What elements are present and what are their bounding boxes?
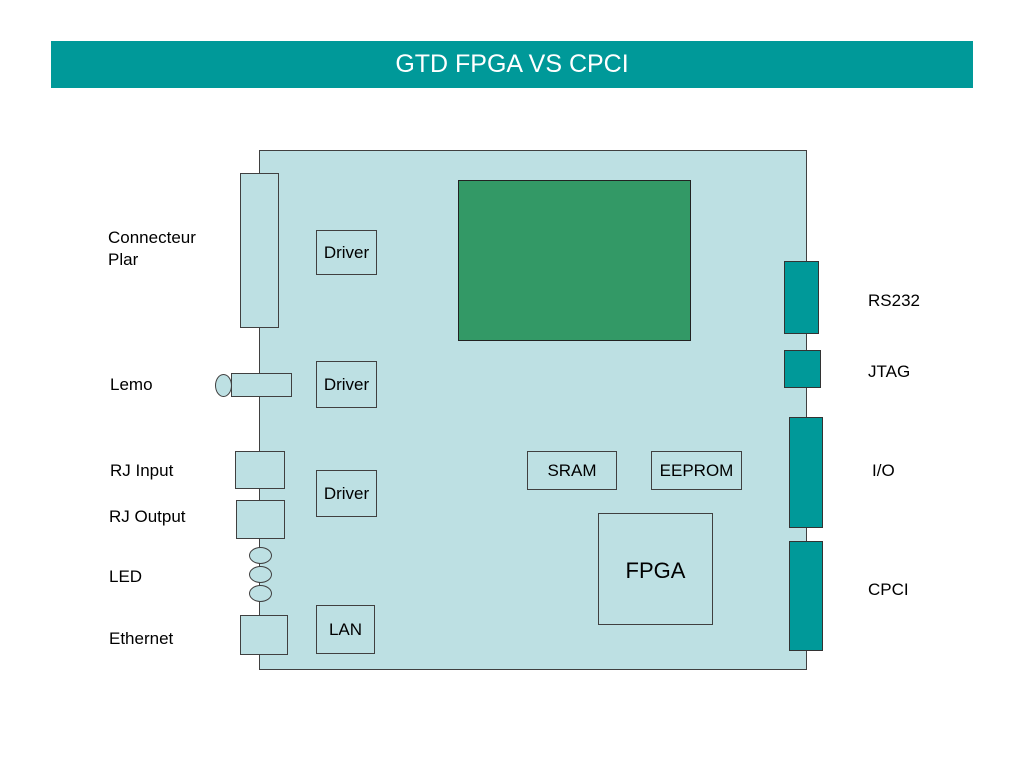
fpga-label: FPGA	[625, 558, 686, 583]
jtag-connector	[784, 350, 821, 388]
label-rj-output: RJ Output	[109, 507, 186, 526]
ethernet-connector	[240, 615, 288, 655]
sram-label: SRAM	[547, 460, 597, 480]
driver-1-label: Driver	[323, 242, 370, 262]
lemo-connector-tip	[215, 374, 232, 397]
driver-2-label: Driver	[323, 374, 370, 394]
lemo-connector	[231, 373, 292, 397]
label-led: LED	[109, 567, 143, 586]
label-connecteur-plar: Connecteur Plar	[108, 228, 196, 269]
eeprom-label: EEPROM	[659, 460, 734, 480]
driver-1: Driver	[316, 230, 377, 275]
io-connector	[789, 417, 823, 528]
green-block	[458, 180, 691, 341]
lan-chip: LAN	[316, 605, 375, 654]
driver-3-label: Driver	[323, 483, 370, 503]
rj-output-connector	[236, 500, 285, 539]
led-1	[249, 547, 272, 564]
cpci-connector	[789, 541, 823, 651]
lan-label: LAN	[328, 619, 363, 639]
fpga-chip: FPGA	[598, 513, 713, 625]
connecteur-plar-connector	[240, 173, 279, 328]
led-2	[249, 566, 272, 583]
driver-3: Driver	[316, 470, 377, 517]
label-lemo: Lemo	[110, 375, 153, 394]
label-rj-input: RJ Input	[110, 461, 174, 480]
label-io: I/O	[872, 461, 895, 480]
slide-title: GTD FPGA VS CPCI	[395, 50, 629, 78]
rs232-connector	[784, 261, 819, 334]
title-bar: GTD FPGA VS CPCI	[51, 41, 973, 88]
label-cpci: CPCI	[868, 580, 909, 599]
label-rs232: RS232	[868, 291, 920, 310]
label-ethernet: Ethernet	[109, 629, 174, 648]
led-3	[249, 585, 272, 602]
sram-chip: SRAM	[527, 451, 617, 490]
rj-input-connector	[235, 451, 285, 489]
label-jtag: JTAG	[868, 362, 911, 381]
driver-2: Driver	[316, 361, 377, 408]
eeprom-chip: EEPROM	[651, 451, 742, 490]
